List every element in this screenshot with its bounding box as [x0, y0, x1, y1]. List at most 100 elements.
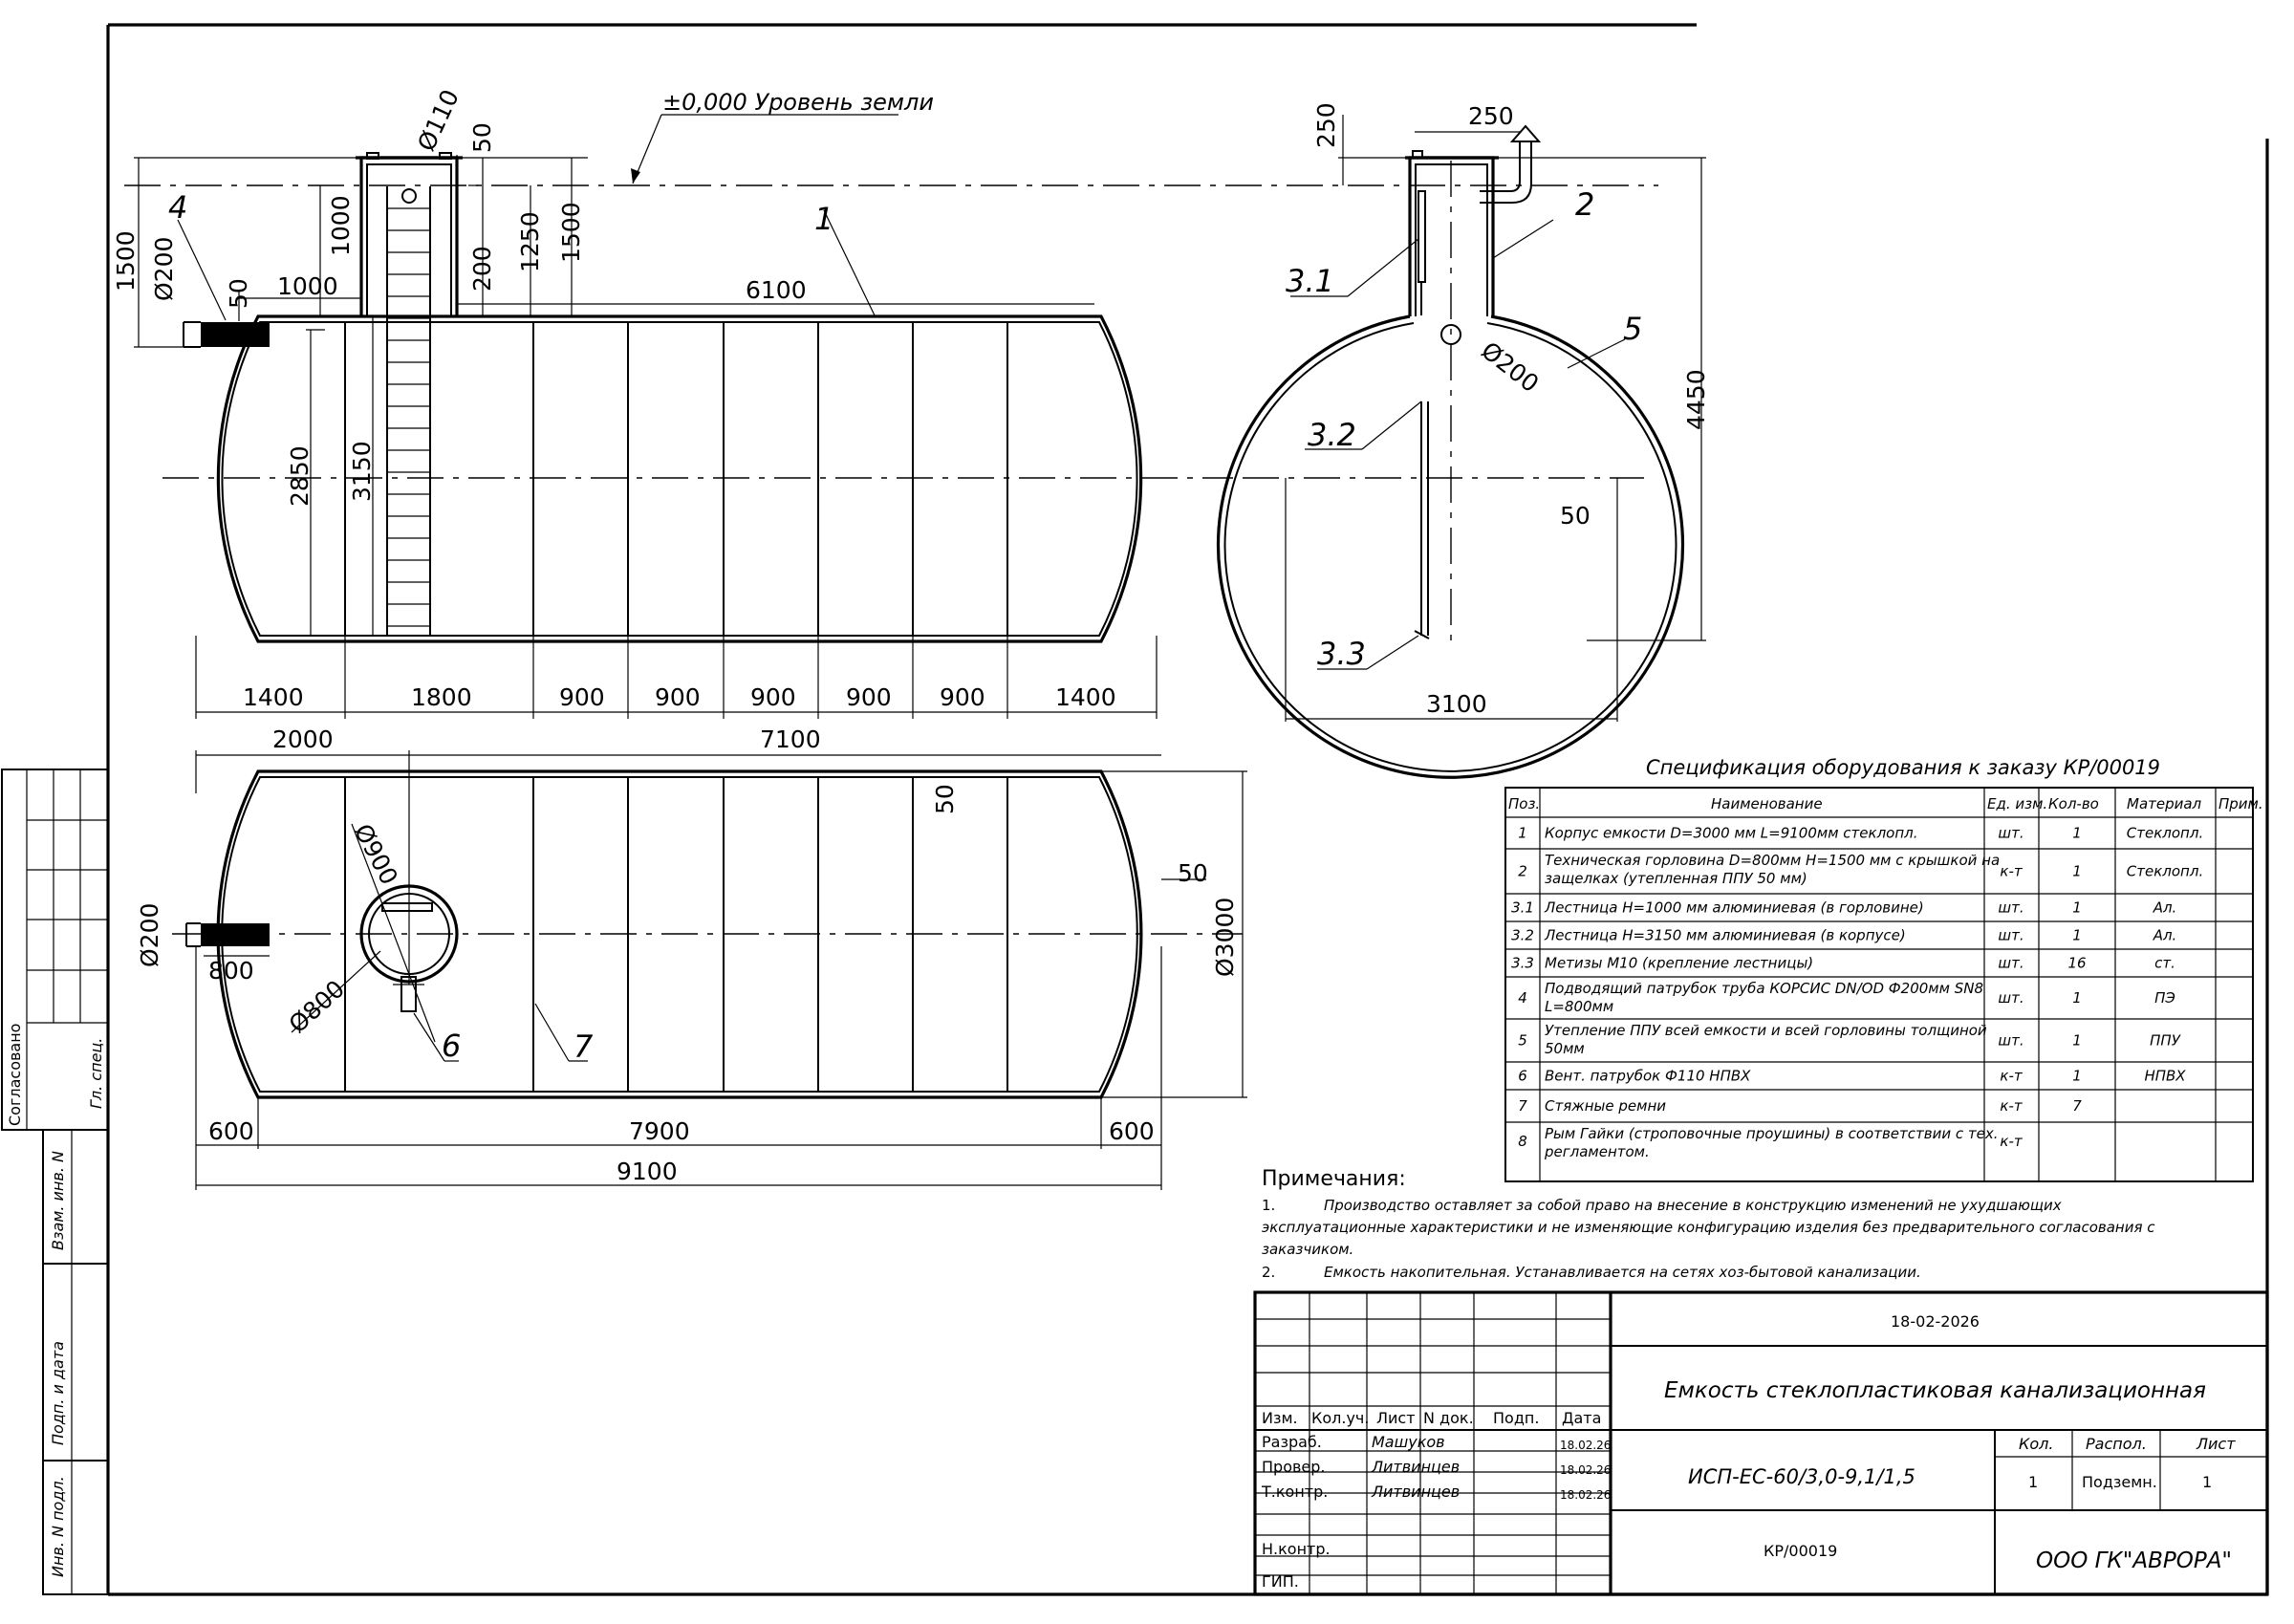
spec-name: Техническая горловина D=800мм H=1500 мм …	[1545, 852, 2000, 869]
side-bottom-dim: 900	[655, 683, 701, 711]
tb-col-header: N док.	[1423, 1409, 1474, 1427]
dim-600-left: 600	[208, 1117, 254, 1145]
spec-qty: 1	[2072, 899, 2082, 917]
spec-header: Поз.	[1508, 795, 1540, 812]
inlet-circle-icon	[1440, 324, 1461, 345]
spec-material: ПЭ	[2154, 989, 2175, 1007]
spec-pos: 6	[1518, 1068, 1527, 1085]
end-shell-inner	[1223, 322, 1677, 772]
gl-spec-label: Гл. спец.	[87, 1038, 105, 1109]
dim-1250: 1250	[516, 211, 544, 272]
spec-name: Утепление ППУ всей емкости и всей горлов…	[1545, 1022, 1987, 1039]
note-line: Емкость накопительная. Устанавливается н…	[1324, 1264, 1921, 1281]
tb-sign-date: 18.02.26	[1560, 1488, 1611, 1502]
podp-data-label: Подп. и дата	[49, 1341, 67, 1445]
spec-row: 7 Стяжные ремни к-т 7	[1518, 1097, 2082, 1115]
spec-title: Спецификация оборудования к заказу КР/00…	[1646, 756, 2160, 779]
ground-level-label: ±0,000 Уровень земли	[662, 89, 934, 116]
spec-qty: 1	[2072, 825, 2082, 842]
dim-600-right: 600	[1109, 1117, 1155, 1145]
note-number: 1.	[1262, 1197, 1275, 1214]
tb-code: ИСП-ЕС-60/3,0-9,1/1,5	[1688, 1465, 1915, 1488]
tb-order: КР/00019	[1764, 1542, 1837, 1560]
spec-pos: 7	[1518, 1097, 1527, 1115]
tank-body-outer	[216, 314, 1143, 643]
spec-material: Ал.	[2153, 899, 2177, 917]
dim-1000-vertical: 1000	[327, 195, 355, 256]
inlet-pipe	[201, 322, 270, 347]
spec-material: Стеклопл.	[2127, 863, 2203, 880]
spec-qty: 7	[2072, 1097, 2082, 1115]
note-line: заказчиком.	[1262, 1241, 1353, 1258]
tb-signer: Машуков	[1372, 1433, 1445, 1451]
dim-d800: Ø800	[284, 975, 350, 1039]
spec-name: Вент. патрубок Ф110 НПВХ	[1545, 1068, 1751, 1085]
spec-name: регламентом.	[1544, 1143, 1650, 1160]
spec-name: Стяжные ремни	[1545, 1097, 1666, 1115]
dim-6100: 6100	[746, 276, 807, 304]
dim-3100: 3100	[1426, 690, 1487, 718]
dim-800: 800	[208, 957, 254, 985]
dim-50-left: 50	[225, 278, 252, 309]
spec-name: Лестница H=3150 мм алюминиевая (в корпус…	[1544, 927, 1906, 944]
spec-unit: к-т	[2000, 1097, 2023, 1115]
sheet-frame	[106, 23, 2269, 1596]
tb-col-header: Кол.уч.	[1311, 1409, 1369, 1427]
tb-company: ООО ГК"АВРОРА"	[2036, 1548, 2232, 1573]
callout-3-3: 3.3	[1317, 636, 1366, 672]
spec-pos: 3.1	[1511, 899, 1534, 917]
side-stamp: Согласовано Гл. спец. Взам. инв. N Подп.…	[1, 769, 109, 1595]
note-number: 2.	[1262, 1264, 1275, 1281]
tb-sign-date: 18.02.26	[1560, 1439, 1611, 1452]
dim-200: 200	[468, 246, 496, 292]
tb-signer: Литвинцев	[1371, 1483, 1460, 1501]
callout-7: 7	[574, 1029, 594, 1065]
spec-material: Стеклопл.	[2127, 825, 2203, 842]
vzam-inv-label: Взам. инв. N	[49, 1151, 67, 1250]
spec-pos: 2	[1518, 863, 1527, 880]
tb-role: Провер.	[1262, 1458, 1326, 1476]
side-bottom-dim: 1800	[411, 683, 472, 711]
spec-unit: шт.	[1998, 899, 2023, 917]
tb-list-label: Лист	[2196, 1435, 2236, 1453]
side-bottom-dim: 900	[750, 683, 796, 711]
side-bottom-dim: 900	[846, 683, 892, 711]
tb-role: Т.контр.	[1261, 1483, 1328, 1501]
spec-header: Кол-во	[2048, 795, 2099, 812]
dim-d110: Ø110	[412, 85, 465, 155]
notes: Примечания: 1. Производство оставляет за…	[1262, 1167, 2155, 1281]
spec-row: 2 Техническая горловина D=800мм H=1500 мм…	[1518, 852, 2203, 887]
callout-3-1: 3.1	[1286, 263, 1334, 299]
side-bottom-dim: 1400	[1055, 683, 1116, 711]
callout-5: 5	[1623, 311, 1642, 347]
spec-qty: 1	[2072, 1032, 2082, 1050]
spec-qty: 1	[2072, 863, 2082, 880]
spec-qty: 1	[2072, 927, 2082, 944]
tb-col-header: Изм.	[1262, 1409, 1298, 1427]
ground-level: ±0,000 Уровень земли	[124, 89, 1658, 186]
dim-9100: 9100	[617, 1158, 678, 1185]
vent-pipe-plan	[400, 976, 417, 1012]
dim-d200-end: Ø200	[1476, 336, 1544, 398]
spec-pos: 3.3	[1511, 955, 1534, 972]
inv-podl-label: Инв. N подл.	[49, 1476, 67, 1577]
tb-list-value: 1	[2202, 1473, 2212, 1491]
note-line: эксплуатационные характеристики и не изм…	[1262, 1219, 2155, 1236]
tb-col-header: Лист	[1376, 1409, 1416, 1427]
spec-name: защелках (утепленная ППУ 50 мм)	[1545, 870, 1807, 887]
side-view: 1000 6100 1000 50 200 1250 1500 Ø110 150…	[112, 85, 1233, 719]
ladder-icon	[386, 186, 431, 636]
end-view: 3.1 3.2 3.3 2 5 250 250 4450 Ø200 50 310…	[1216, 102, 1710, 779]
side-bottom-dim: 900	[559, 683, 605, 711]
tb-title: Емкость стеклопластиковая канализационна…	[1664, 1378, 2206, 1403]
spec-material: Ал.	[2153, 927, 2177, 944]
spec-name: Метизы М10 (крепление лестницы)	[1545, 955, 1813, 972]
soglasovano-label: Согласовано	[6, 1024, 24, 1126]
tb-signer: Литвинцев	[1371, 1458, 1460, 1476]
tank-body-inner	[221, 321, 1138, 637]
